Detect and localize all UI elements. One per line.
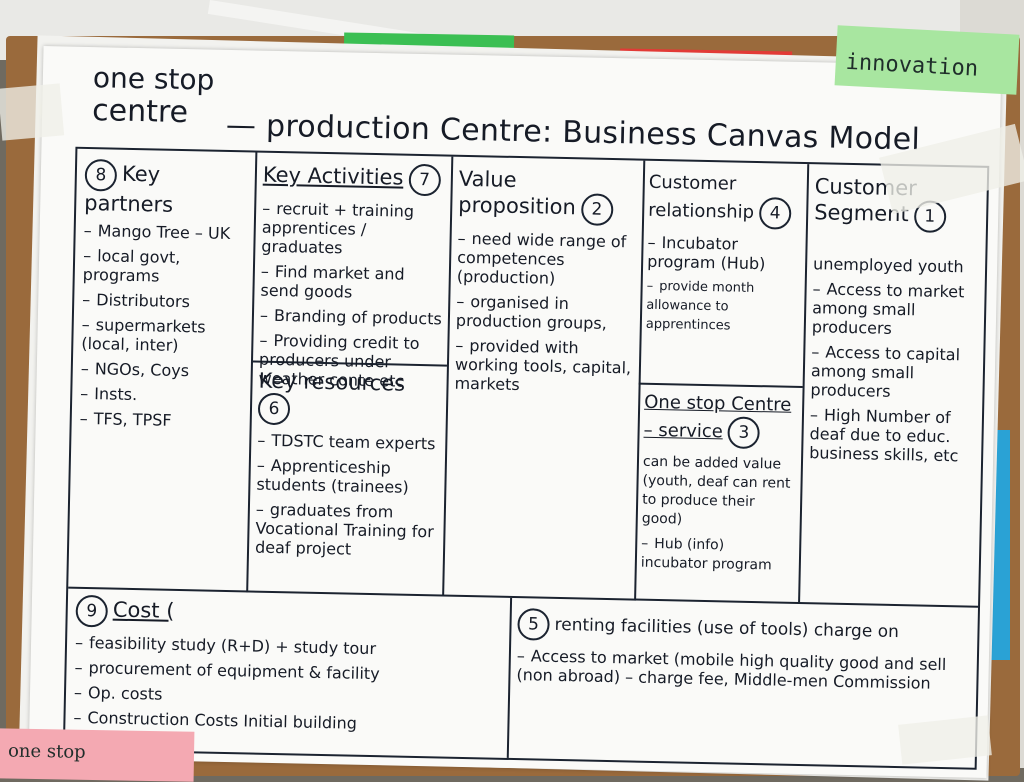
list-item: –provide month allowance to apprentinces <box>645 278 755 334</box>
page-title: — production Centre: Business Canvas Mod… <box>225 107 921 158</box>
list-item: –Access to market (mobile high quality g… <box>516 646 947 693</box>
title-line-1: one stop <box>92 61 215 97</box>
section-title: Cost ( <box>112 597 175 623</box>
customer-segment-section: Customer Segment 1 unemployed youth –Acc… <box>809 174 981 465</box>
section-number: 8 <box>84 158 118 192</box>
section-number: 3 <box>727 416 761 450</box>
canvas-sheet: one stop centre — production Centre: Bus… <box>28 46 1002 778</box>
grid-line <box>506 597 513 758</box>
list-item: –Incubator program (Hub) <box>646 232 766 274</box>
list-item: –Distributors <box>82 289 191 312</box>
cost-section: 9 Cost ( –feasibility study (R+D) + stud… <box>73 594 506 736</box>
list-item: –High Number of deaf due to educ. busine… <box>809 405 959 466</box>
customer-relationship-section: Customer relationship 4 –Incubator progr… <box>646 171 801 337</box>
section-number: 4 <box>758 197 792 230</box>
list-item: –Find market and send goods <box>260 261 405 302</box>
list-item: –TDSTC team experts <box>257 430 436 454</box>
list-item: –Access to market among small producers <box>811 279 965 338</box>
masking-tape <box>0 83 65 141</box>
list-item: –Hub (info) incubator program <box>640 535 772 574</box>
list-item: –feasibility study (R+D) + study tour <box>74 632 377 659</box>
list-item: –Apprenticeship students (trainees) <box>256 455 409 497</box>
list-item: –recruit + training apprentices / gradua… <box>261 198 415 258</box>
list-item: –need wide range of competences (product… <box>456 228 627 288</box>
value-proposition-section: Value proposition 2 –need wide range of … <box>454 167 637 397</box>
section-number: 2 <box>580 193 614 227</box>
grid-line <box>638 382 803 389</box>
section-title: renting facilities (use of tools) charge… <box>554 614 900 643</box>
key-resources-section: Key resources 6 –TDSTC team experts –App… <box>255 369 441 561</box>
section-title: Key Activities <box>262 162 404 190</box>
list-item: –local govt, programs <box>82 245 181 286</box>
list-item: –Op. costs <box>73 682 163 704</box>
one-stop-centre-section: One stop Centre – service 3 can be added… <box>641 391 797 576</box>
list-item: –NGOs, Coys <box>80 358 190 381</box>
section-number: 6 <box>257 392 291 426</box>
innovation-sticky-note: innovation <box>834 25 1020 95</box>
section-number: 5 <box>517 608 550 641</box>
list-item: –Access to capital among small producers <box>810 342 961 401</box>
title-line-2: centre <box>91 93 189 131</box>
revenue-section: 5 renting facilities (use of tools) char… <box>516 608 971 693</box>
list-item: –Branding of products <box>259 305 443 329</box>
key-activities-section: Key Activities 7 –recruit + training app… <box>258 161 445 392</box>
section-title: Value proposition <box>458 166 577 220</box>
list-item: –provided with working tools, capital, m… <box>454 335 632 395</box>
list-item: –Insts. <box>80 383 138 405</box>
list-item: –procurement of equipment & facility <box>74 657 380 684</box>
list-item: –TFS, TPSF <box>79 408 172 430</box>
pink-sticky-note: one stop <box>0 728 195 782</box>
list-item: –organised in production groups, <box>455 291 607 333</box>
section-title: One stop Centre – service <box>643 391 792 443</box>
sticky-note-label: one stop <box>7 740 86 763</box>
list-item: –supermarkets (local, inter) <box>81 314 206 355</box>
section-title: Customer relationship <box>648 171 755 223</box>
canvas-grid: 8 Key partners –Mango Tree – UK –local g… <box>62 146 990 770</box>
section-number: 9 <box>75 594 109 628</box>
key-partners-section: 8 Key partners –Mango Tree – UK –local g… <box>80 158 250 431</box>
section-number: 7 <box>408 163 441 197</box>
sticky-note-label: innovation <box>845 49 979 82</box>
list-item: can be added value (youth, deaf can rent… <box>641 453 791 528</box>
list-item: –graduates from Vocational Training for … <box>254 499 434 559</box>
section-title: Key resources <box>258 368 406 396</box>
key-partners-list: –Mango Tree – UK –local govt, programs –… <box>80 221 248 431</box>
list-item: unemployed youth <box>812 254 964 277</box>
list-item: –Mango Tree – UK <box>83 220 231 243</box>
